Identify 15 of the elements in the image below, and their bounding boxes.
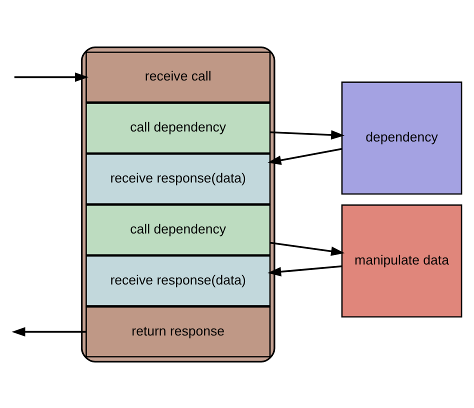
node-box: receive response(data) [85,152,270,204]
arrow [270,130,344,140]
node-box: manipulate data [340,204,462,318]
node-box: call dependency [85,102,270,154]
arrow [11,326,86,336]
node-box: call dependency [85,204,270,256]
arrow [270,241,344,256]
arrow [267,264,342,276]
node-box: dependency [340,81,462,194]
node-box: return response [85,306,270,357]
node-box: receive response(data) [85,254,270,306]
node-box: receive call [85,51,270,102]
arrow [267,148,342,164]
cluster [80,46,275,362]
arrow [14,72,88,82]
